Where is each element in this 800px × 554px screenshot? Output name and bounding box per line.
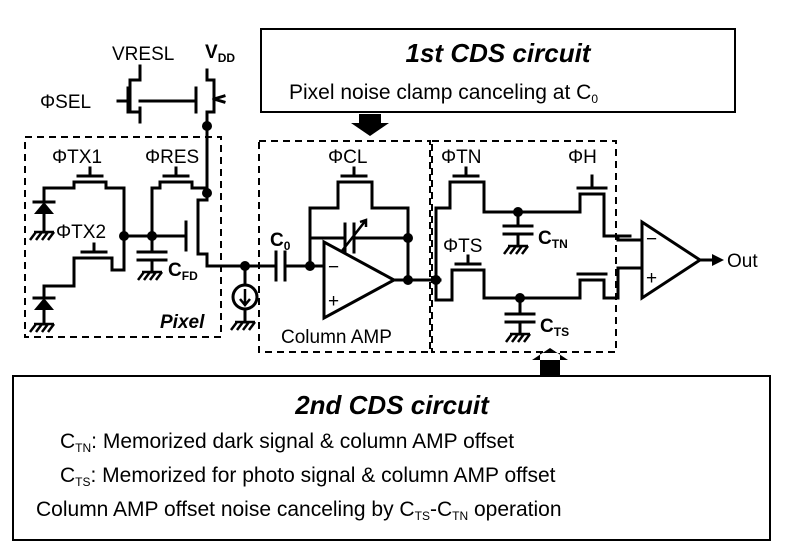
c0-cap (243, 250, 312, 282)
h-bottom-path (578, 278, 606, 300)
first-cds-line: Pixel noise clamp canceling at C0 (289, 81, 598, 106)
res-node (202, 188, 212, 198)
photodiode-2-body (32, 296, 56, 326)
variable-cap-arrow-icon (337, 218, 368, 257)
cs-ground-icon (230, 320, 256, 331)
second-cds-line1: CTN: Memorized dark signal & column AMP … (60, 430, 514, 455)
amp2-plus: + (646, 268, 657, 289)
cl-gate (340, 166, 368, 178)
amp1-minus: − (328, 257, 339, 278)
column-amp-box (258, 140, 431, 353)
tn-label: ΦTN (441, 147, 482, 168)
second-cds-circuit-box (431, 140, 617, 353)
cl-switch (308, 180, 410, 282)
vdd-transistor (194, 68, 216, 126)
ctn-label: CTN (538, 228, 568, 251)
out-arrow-icon (712, 254, 724, 266)
column-amp-triangle (322, 239, 398, 321)
column-amp-label: Column AMP (281, 327, 392, 348)
second-cds-line2: CTS: Memorized for photo signal & column… (60, 464, 556, 489)
second-cds-arrow-stem (540, 360, 560, 376)
vresl-label: VRESL (112, 44, 174, 65)
sel-label: ΦSEL (40, 92, 91, 113)
photodiode-1-body (32, 200, 56, 234)
second-cds-arrow (532, 348, 568, 360)
current-arrow-icon (239, 289, 251, 307)
pd2-ground-icon (29, 322, 55, 333)
cfd-cap (136, 234, 168, 274)
second-cds-line3: Column AMP offset noise canceling by CTS… (36, 498, 562, 523)
cts-ground-icon (505, 332, 531, 343)
cl-label: ΦCL (328, 147, 367, 168)
second-cds-box (12, 375, 771, 541)
h-label: ΦH (568, 147, 597, 168)
pixel-box (24, 136, 222, 338)
ts-label: ΦTS (443, 236, 482, 257)
cfd-label: CFD (168, 260, 198, 283)
c0-label: C0 (270, 230, 291, 253)
cfd-ground-icon (137, 270, 163, 281)
h-top-path (578, 192, 632, 238)
sel-gate (116, 86, 130, 114)
tx1-channel (42, 180, 126, 238)
first-cds-arrow (351, 114, 389, 136)
tx1-label: ΦTX1 (52, 147, 102, 168)
feedback-cap (308, 222, 410, 254)
h-gate (576, 174, 608, 190)
tx2-gate (80, 242, 108, 254)
first-cds-title: 1st CDS circuit (406, 38, 592, 68)
photodiode-2-icon (34, 298, 54, 310)
tx2-channel (42, 234, 126, 300)
tx2-label: ΦTX2 (56, 222, 106, 243)
cts-cap (504, 296, 536, 336)
vdd-label: VDD (205, 42, 235, 65)
ctn-cap (502, 210, 534, 248)
tn-path (434, 180, 582, 282)
photodiode-1-icon (34, 202, 54, 214)
res-gate (162, 166, 190, 178)
pd1-ground-icon (29, 230, 55, 241)
res-label: ΦRES (145, 147, 199, 168)
amp2-minus: − (646, 229, 657, 250)
cts-label: CTS (540, 316, 569, 339)
amp-out-node (403, 275, 413, 285)
vresl-line (128, 64, 142, 124)
ts-path (434, 268, 582, 302)
res-channel (150, 180, 209, 238)
second-cds-title: 2nd CDS circuit (294, 390, 490, 420)
out-label: Out (727, 251, 758, 272)
ctn-ground-icon (503, 244, 529, 255)
pixel-label: Pixel (160, 312, 205, 333)
amp1-plus: + (328, 291, 339, 312)
amp2-inputs (602, 234, 642, 300)
output-amp-triangle (640, 219, 703, 301)
vdd-arrow (212, 94, 226, 104)
tn-gate (452, 166, 480, 178)
first-cds-box (260, 28, 736, 113)
sf-channel (196, 198, 209, 268)
fb-node (403, 233, 413, 243)
ts-gate (454, 254, 482, 266)
tx1-gate (76, 166, 104, 178)
